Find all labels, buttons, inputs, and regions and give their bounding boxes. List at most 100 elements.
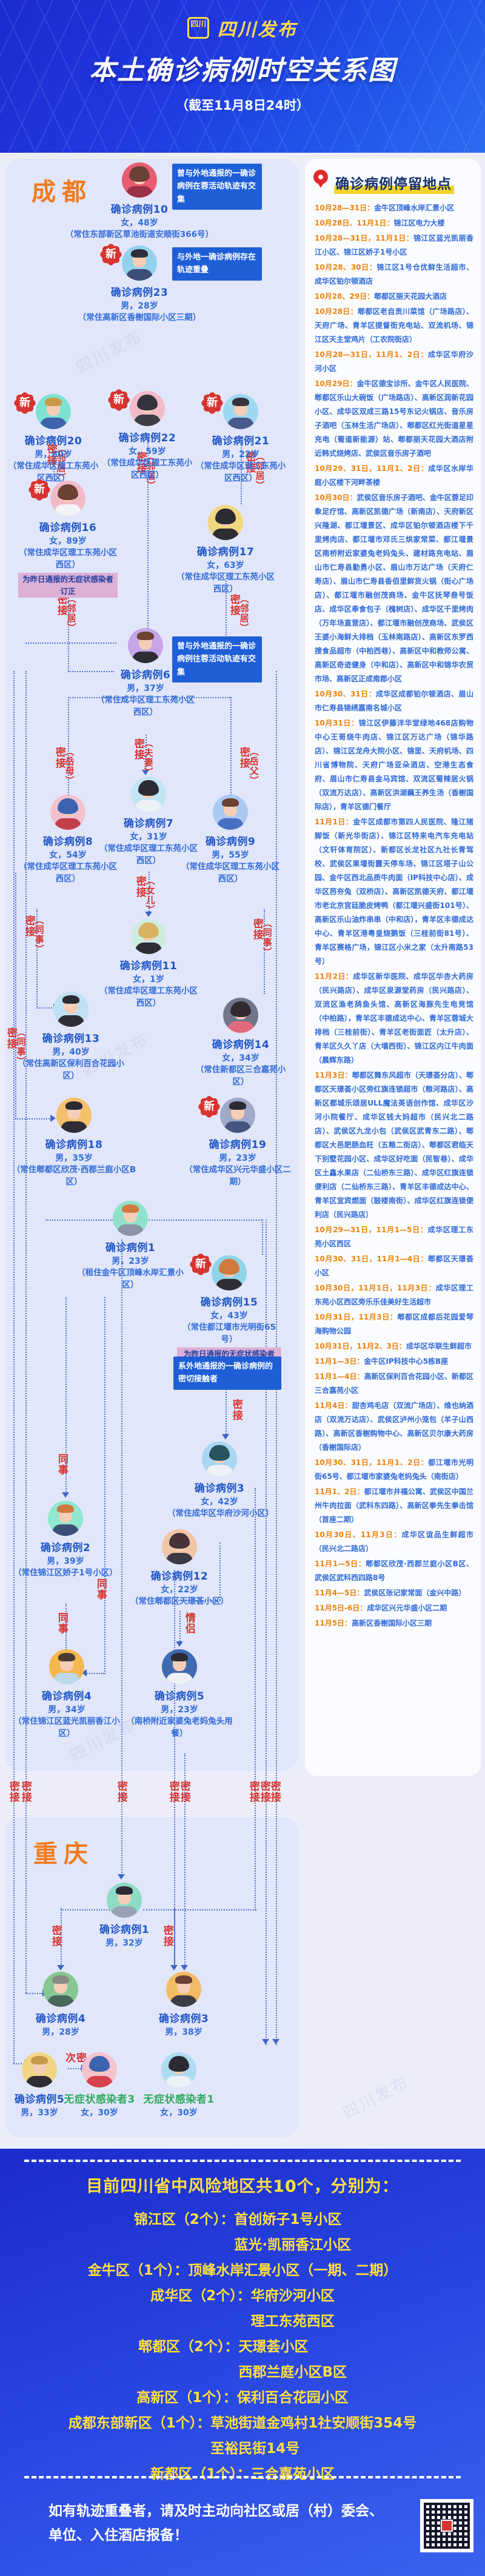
risk-place: 首创娇子1号小区 <box>234 2212 342 2227</box>
relation-note: 与外地一确诊病例存在轨迹重叠 <box>172 247 262 281</box>
relation-label: 密接 <box>167 1781 179 1803</box>
relation-label: 密接 <box>268 1781 281 1803</box>
risk-place: 草池街道金鸡村1社安顺街354号 <box>210 2415 417 2431</box>
entry-places: 高新区香榭国际小区三期 <box>352 1619 432 1627</box>
avatar-shoulders <box>86 2076 113 2087</box>
entry-places: 金牛区德宝诊所、金牛区人民医院、郫都区乐山大碗饭（广场路店）、高新区润新花园小区… <box>315 379 473 458</box>
person-avatar-icon <box>53 992 89 1027</box>
location-entry: 11月1—3日：金牛区IP科技中心5栋B座 <box>315 1355 473 1369</box>
entry-dates: 10月31日： <box>315 719 359 727</box>
case-name: 确诊病例17 <box>196 546 255 558</box>
risk-district: 金牛区（1个）： <box>87 2263 189 2278</box>
case-name: 确诊病例13 <box>42 1033 100 1045</box>
arrowhead-icon <box>176 1641 183 1647</box>
entry-dates: 10月28—31日： <box>315 204 375 212</box>
relation-label-sub: （邻居） <box>254 452 266 490</box>
location-entry: 10月29日：金牛区德宝诊所、金牛区人民医院、郫都区乐山大碗饭（广场路店）、高新… <box>315 377 473 461</box>
relation-label-main: 密接 <box>19 1781 32 1803</box>
person-avatar-icon <box>161 2052 196 2087</box>
entry-dates: 11月4—5日： <box>315 1589 364 1597</box>
relation-label: 同事 <box>56 1453 68 1475</box>
relation-label: 次密 <box>65 2053 87 2064</box>
avatar-shoulders <box>227 418 254 429</box>
locations-header: 确诊病例停留地点 <box>312 170 476 194</box>
connector-line <box>226 581 227 672</box>
location-entry: 10月28日：郫都区老自贡川菜馆（广场路店）、天府广场、青羊区提督街充电站、双流… <box>315 305 473 347</box>
person-avatar-icon <box>166 1972 201 2007</box>
avatar-shoulders <box>26 2076 53 2087</box>
case-name: 无症状感染者3 <box>64 2094 135 2106</box>
qr-code <box>420 2499 473 2552</box>
entry-dates: 11月3日： <box>315 1071 352 1079</box>
entry-dates: 10月30、31日，11月1、2日： <box>315 1458 429 1467</box>
location-entry: 11月1—4日：高新区保利百合花园小区、新都区三合嘉苑小区 <box>315 1370 473 1398</box>
connector-line <box>68 583 69 672</box>
connector-line <box>149 1220 262 1221</box>
page-subtitle: （截至11月8日24时） <box>175 98 310 113</box>
arrowhead-icon <box>262 2039 269 2044</box>
person-avatar-icon <box>130 391 165 426</box>
avatar-hair <box>215 509 236 524</box>
risk-place: 理工东苑西区 <box>250 2314 335 2329</box>
header-banner: 四川 四川发布 本土确诊病例时空关系图 （截至11月8日24时） <box>0 0 485 153</box>
location-entry: 10月31日，11月3日：郫都区成都后花园爱琴海购物公园 <box>315 1310 473 1338</box>
arrowhead-icon <box>222 1434 229 1440</box>
case-address: （常住郫都区欣茂·西郡兰庭小区B区） <box>12 1165 136 1187</box>
location-entry: 10月28—31日，11月1日：锦江区蓝光凯丽香江小区、锦江区娇子1号小区 <box>315 232 473 259</box>
risk-places: 首创娇子1号小区蓝光·凯丽香江小区 <box>234 2207 351 2258</box>
entry-dates: 11月2日： <box>315 972 353 981</box>
arrowhead-icon <box>170 1965 178 1970</box>
risk-place: 天璟荟小区 <box>238 2339 309 2355</box>
avatar-shoulders <box>134 415 161 426</box>
new-badge-text: 新 <box>204 1100 215 1113</box>
avatar-hair <box>230 1001 251 1017</box>
case-address: （常住成华区理工东苑小区西区） <box>19 862 117 884</box>
person-avatar-icon <box>49 1649 84 1684</box>
relation-label-main: 密接 <box>268 1781 281 1803</box>
location-entry: 11月3日：郫都区舞东风超市（天璟荟分店）、郫都区天璟荟小区旁红旗连锁超市（粮河… <box>315 1069 473 1222</box>
case-gender-age: 男，32岁 <box>105 1938 143 1948</box>
connector-line <box>174 1908 175 1969</box>
risk-places: 三合嘉苑小区 <box>251 2461 335 2487</box>
relation-label: 情侣 <box>183 1612 195 1634</box>
case-gender-age: 男，80岁 <box>35 450 72 459</box>
entry-dates: 10月30、31日： <box>315 690 376 698</box>
risk-places: 顶峰水岸汇景小区（一期、二期） <box>188 2258 397 2283</box>
dashed-divider <box>24 2476 461 2478</box>
entry-dates: 10月30、31日，11月1—4日： <box>315 1255 428 1263</box>
case-gender-age: 男，35岁 <box>55 1153 93 1163</box>
location-entry: 11月2日：成华区新华医院、成华区华杏大药房（民兴路店）、成华区泉源堂药房（民兴… <box>315 970 473 1067</box>
new-badge: 新 <box>200 391 224 415</box>
relation-label: 密接 <box>258 1781 270 1803</box>
qr-seal-icon <box>441 2520 453 2532</box>
entry-places: 郫都区舞东风超市（天璟荟分店）、郫都区天璟荟小区旁红旗连锁超市（粮河路店）、高新… <box>315 1071 473 1219</box>
entry-places: 锦江区蓝光凯丽香江小区、锦江区娇子1号小区 <box>315 234 473 256</box>
case-address: （常住高新区保利百合花园小区） <box>18 1059 124 1081</box>
location-entry: 10月30日，11月1日，11月3日：成华区理工东苑小区西区旁乐乐佳美好生活超市 <box>315 1281 473 1309</box>
avatar-shoulders <box>61 1121 87 1133</box>
entry-places: 都江堰市井福公寓、武侯区中国兰州牛肉拉面（武科东四路）、高新区拳先生拳击馆（首座… <box>315 1487 473 1524</box>
avatar-hair <box>45 398 62 406</box>
avatar-hair <box>58 1653 75 1661</box>
entry-places: 武侯区张记家常面（金兴中路） <box>364 1589 466 1597</box>
entry-places: 金牛区顶峰水岸汇景小区 <box>374 204 455 212</box>
avatar-shoulders <box>224 1121 251 1133</box>
connector-line <box>53 438 55 481</box>
case-name: 确诊病例18 <box>45 1139 103 1151</box>
avatar-hair <box>58 484 78 500</box>
risk-area-row: 锦江区（2个）：首创娇子1号小区蓝光·凯丽香江小区 <box>0 2207 485 2258</box>
connector-line <box>241 438 242 504</box>
case-name: 确诊病例1 <box>105 1242 156 1254</box>
location-entry: 10月30日：武侯区音乐房子酒吧、金牛区蓉足印象足疗馆、高新区凯德广场（新南店）… <box>315 491 473 686</box>
avatar-shoulders <box>58 1015 84 1027</box>
relation-label: 密接 <box>50 1925 62 1947</box>
connector-line <box>146 735 147 772</box>
case-gender-age: 男，40岁 <box>52 1047 90 1057</box>
